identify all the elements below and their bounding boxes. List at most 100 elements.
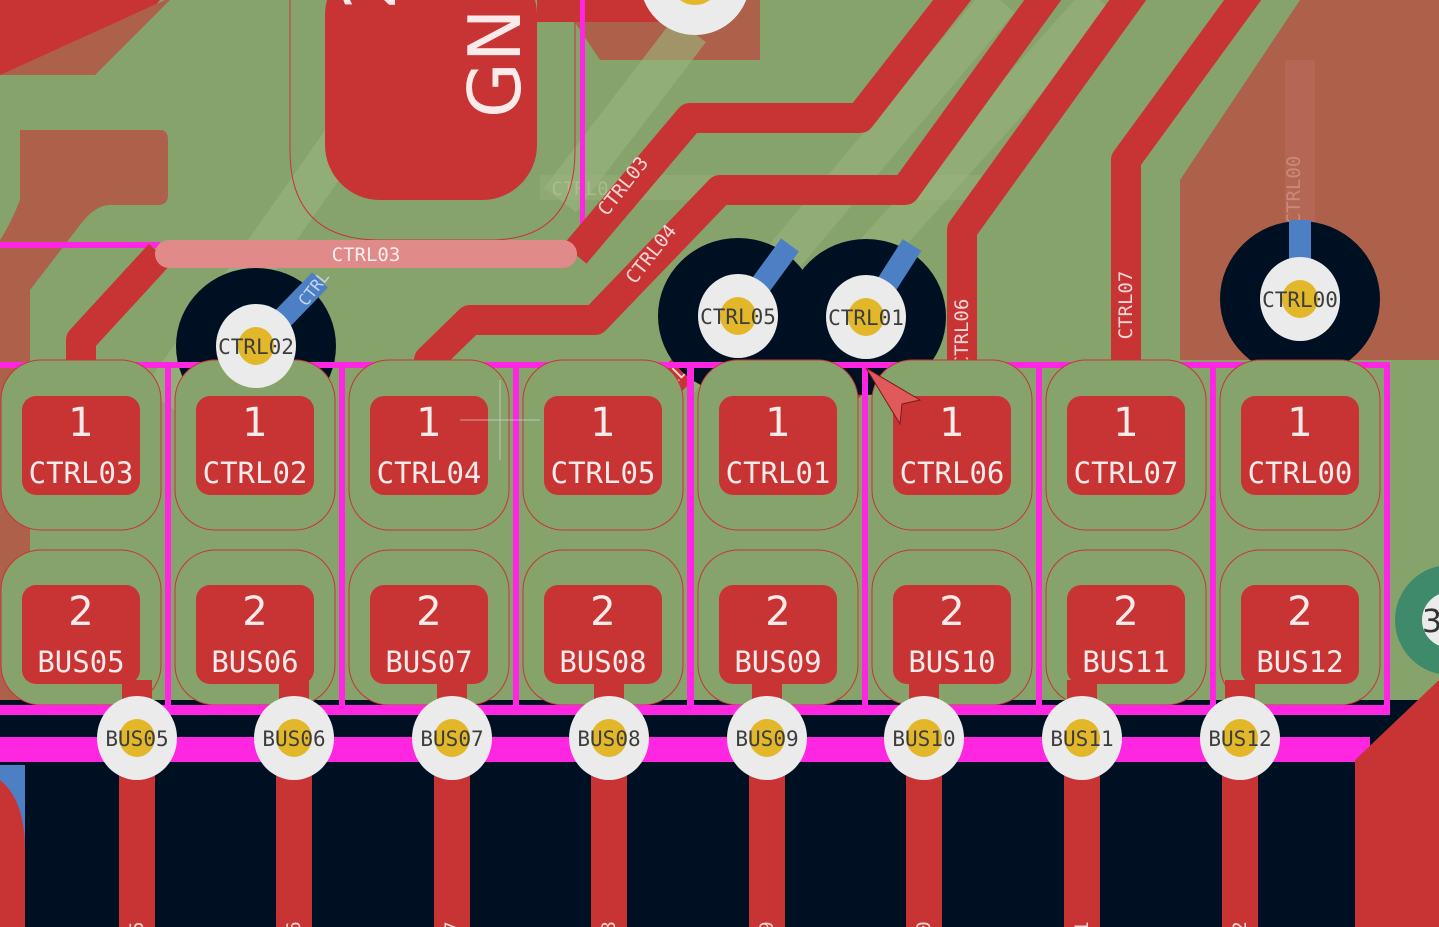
zone-fill: [0, 0, 170, 75]
pad-number: 2: [242, 589, 267, 635]
pad-net-name: BUS05: [37, 645, 124, 679]
track-label-digit: 5: [126, 921, 148, 927]
track-label-digit: 7: [441, 921, 463, 927]
pad-shape[interactable]: [196, 396, 314, 495]
pad-net-name: CTRL04: [377, 456, 482, 490]
copper-zone-top-left: [0, 0, 160, 75]
via-drill: [848, 298, 884, 336]
pads: 1CTRL032BUS051CTRL022BUS061CTRL042BUS071…: [22, 396, 1359, 684]
track-label-ctrl07: CTRL07: [1115, 271, 1137, 340]
pad-shape[interactable]: [370, 585, 488, 684]
pad-number: 1: [1113, 400, 1138, 446]
pad-shape[interactable]: [1067, 585, 1185, 684]
pad-shape[interactable]: [893, 396, 1011, 495]
track-label-digit: 0: [913, 921, 935, 927]
pad-shape[interactable]: [1241, 585, 1359, 684]
courtyard-bar: [0, 705, 1390, 715]
courtyard-line: [580, 0, 585, 250]
pad-net-name: CTRL05: [551, 456, 656, 490]
pad-shape[interactable]: [719, 396, 837, 495]
pad-number: 1: [416, 400, 441, 446]
pad-number: 1: [939, 400, 964, 446]
vias: 5BUS056BUS067BUS078BUS089BUS090BUS101BUS…: [97, 257, 1340, 927]
via-label: CTRL05: [700, 305, 776, 329]
pad-shape[interactable]: [893, 585, 1011, 684]
pad-shape[interactable]: [719, 585, 837, 684]
pad-net-name: CTRL06: [900, 456, 1005, 490]
pad-number: 2: [939, 589, 964, 635]
pad-shape[interactable]: [370, 396, 488, 495]
via-drill: [680, 0, 710, 5]
track-label-digit: 6: [283, 921, 305, 927]
track-ctrl03-highlighted[interactable]: [155, 240, 577, 268]
pad-number: 2: [765, 589, 790, 635]
via-drill: [591, 719, 627, 757]
via-label: BUS10: [892, 727, 955, 751]
pad-shape[interactable]: [22, 585, 140, 684]
pad-net-name: CTRL02: [203, 456, 308, 490]
edge-via-ring: [1395, 566, 1439, 674]
back-track-ctrl00: [1285, 60, 1315, 230]
pad-shape[interactable]: [22, 396, 140, 495]
track-label-digit: 2: [1229, 921, 1251, 927]
via-drill: [749, 719, 785, 757]
via-drill: [434, 719, 470, 757]
pad-number: 1: [765, 400, 790, 446]
courtyard-line: [0, 242, 160, 248]
pad-shape[interactable]: [544, 585, 662, 684]
gnd-pad-number: 2: [328, 0, 412, 10]
via-label: BUS11: [1050, 727, 1113, 751]
pad-net-name: BUS12: [1256, 645, 1343, 679]
pad-shape[interactable]: [196, 585, 314, 684]
pad-net-name: CTRL03: [29, 456, 134, 490]
pad-net-name: BUS06: [211, 645, 298, 679]
edge-via-label: 3: [1422, 602, 1439, 640]
pad-shape[interactable]: [1241, 396, 1359, 495]
pad-shape[interactable]: [544, 396, 662, 495]
via-label: BUS12: [1208, 727, 1271, 751]
via-label: BUS07: [420, 727, 483, 751]
pad-number: 2: [1287, 589, 1312, 635]
pad-number: 2: [416, 589, 441, 635]
courtyard-bar: [0, 737, 1370, 762]
track-label-digit: 8: [598, 921, 620, 927]
track-ctrl03-upper[interactable]: [563, 0, 972, 264]
track-label-ctrl06: CTRL06: [951, 299, 973, 368]
via-top[interactable]: [640, 0, 750, 35]
via-drill: [1064, 719, 1100, 757]
via-label: CTRL00: [1262, 288, 1338, 312]
pad-net-name: CTRL07: [1074, 456, 1179, 490]
track-ctrl07[interactable]: [1111, 0, 1262, 400]
pad-net-name: BUS11: [1082, 645, 1169, 679]
edge-via[interactable]: [1422, 592, 1439, 648]
via-label: BUS09: [735, 727, 798, 751]
track-label-digit: 1: [1071, 921, 1093, 927]
via-drill: [1282, 280, 1318, 318]
pad-number: 1: [242, 400, 267, 446]
track-ctrl06[interactable]: [947, 0, 1147, 400]
via-drill: [276, 719, 312, 757]
gnd-pad[interactable]: [325, 0, 537, 200]
pad-number: 2: [1113, 589, 1138, 635]
zone-fill-left: [0, 130, 168, 700]
pad-net-name: BUS08: [559, 645, 646, 679]
pad-shape[interactable]: [1067, 396, 1185, 495]
